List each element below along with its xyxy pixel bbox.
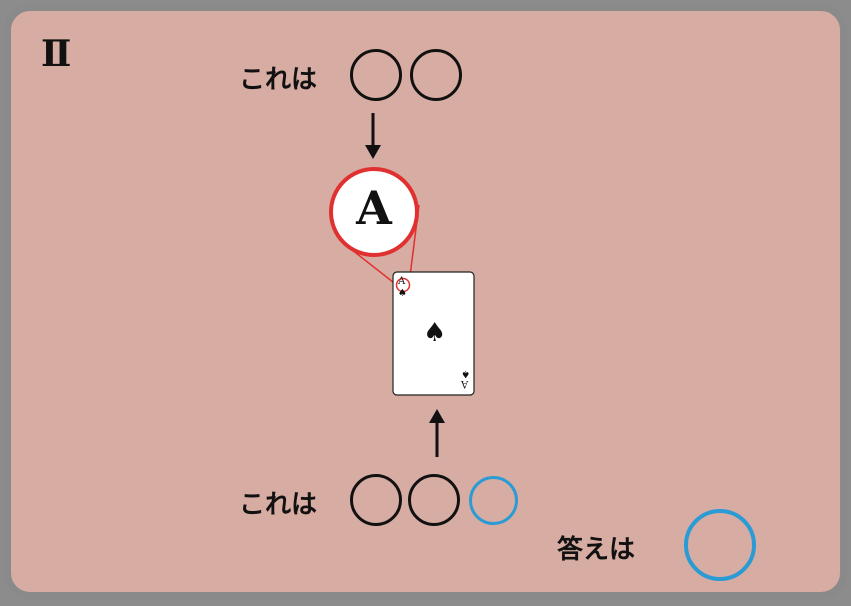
bottom-blue-circle [469, 476, 518, 525]
bottom-blank-circle-1 [350, 474, 402, 526]
puzzle-graphics [329, 113, 475, 457]
magnifier-letter: A [356, 181, 392, 235]
bottom-row-label: これは [239, 490, 318, 520]
panel-numeral: Ⅱ [41, 33, 71, 75]
top-blank-circle-1 [350, 49, 402, 101]
answer-label: 答えは [557, 535, 636, 565]
down-arrow-icon [365, 113, 381, 159]
top-blank-circle-2 [410, 49, 462, 101]
card-corner-suit-top: ♠ [398, 288, 407, 299]
card-center-suit: ♠ [423, 318, 447, 348]
bottom-blank-circle-2 [408, 474, 460, 526]
corner-highlight-ring [395, 277, 411, 293]
magnifier-circle [329, 167, 419, 257]
playing-card [392, 271, 475, 396]
top-row-label: これは [239, 65, 318, 95]
card-rank-top: A [398, 276, 406, 287]
card-rank-bottom: A [461, 378, 469, 389]
up-arrow-icon [429, 409, 445, 457]
answer-circle [684, 509, 756, 581]
puzzle-panel: Ⅱ これは A A ♠ ♠ ♠ A これは 答えは [4, 4, 847, 599]
